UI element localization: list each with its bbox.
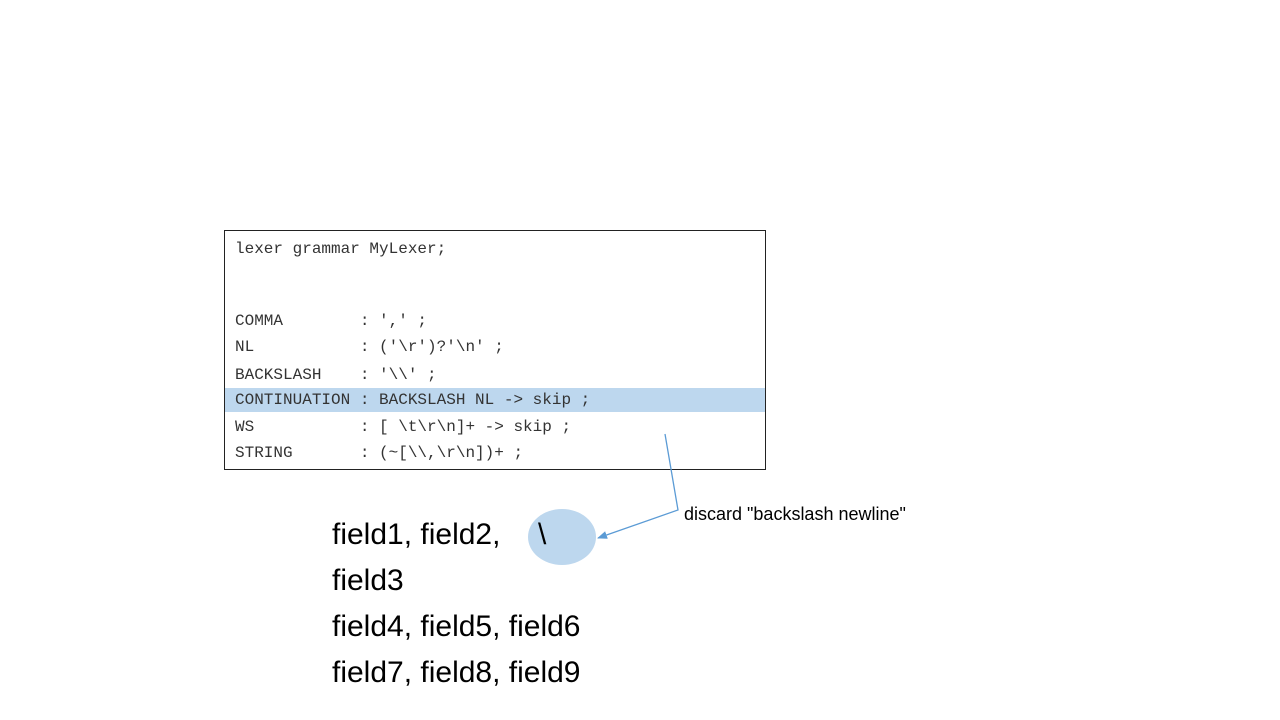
grammar-rule-ws: WS : [ \t\r\n]+ -> skip ; bbox=[235, 418, 572, 436]
grammar-rule-backslash: BACKSLASH : '\\' ; bbox=[235, 366, 437, 384]
continuation-backslash: \ bbox=[538, 518, 547, 551]
input-line: field7, field8, field9 bbox=[332, 656, 581, 689]
grammar-rule-string: STRING : (~[\\,\r\n])+ ; bbox=[235, 444, 524, 462]
input-line: field3 bbox=[332, 564, 404, 597]
input-example: field1, field2, field3 field4, field5, f… bbox=[332, 512, 581, 696]
grammar-rule-comma: COMMA : ',' ; bbox=[235, 312, 428, 330]
grammar-rule-continuation: CONTINUATION : BACKSLASH NL -> skip ; bbox=[225, 388, 765, 412]
input-line: field1, field2, bbox=[332, 518, 509, 551]
grammar-rule-nl: NL : ('\r')?'\n' ; bbox=[235, 338, 504, 356]
grammar-code-box: lexer grammar MyLexer; COMMA : ',' ; NL … bbox=[224, 230, 766, 470]
connector-arrow bbox=[597, 433, 679, 539]
grammar-line: lexer grammar MyLexer; bbox=[235, 240, 447, 258]
input-line: field4, field5, field6 bbox=[332, 610, 581, 643]
annotation-label: discard "backslash newline" bbox=[684, 504, 906, 524]
backslash-highlight-bubble bbox=[528, 509, 596, 565]
